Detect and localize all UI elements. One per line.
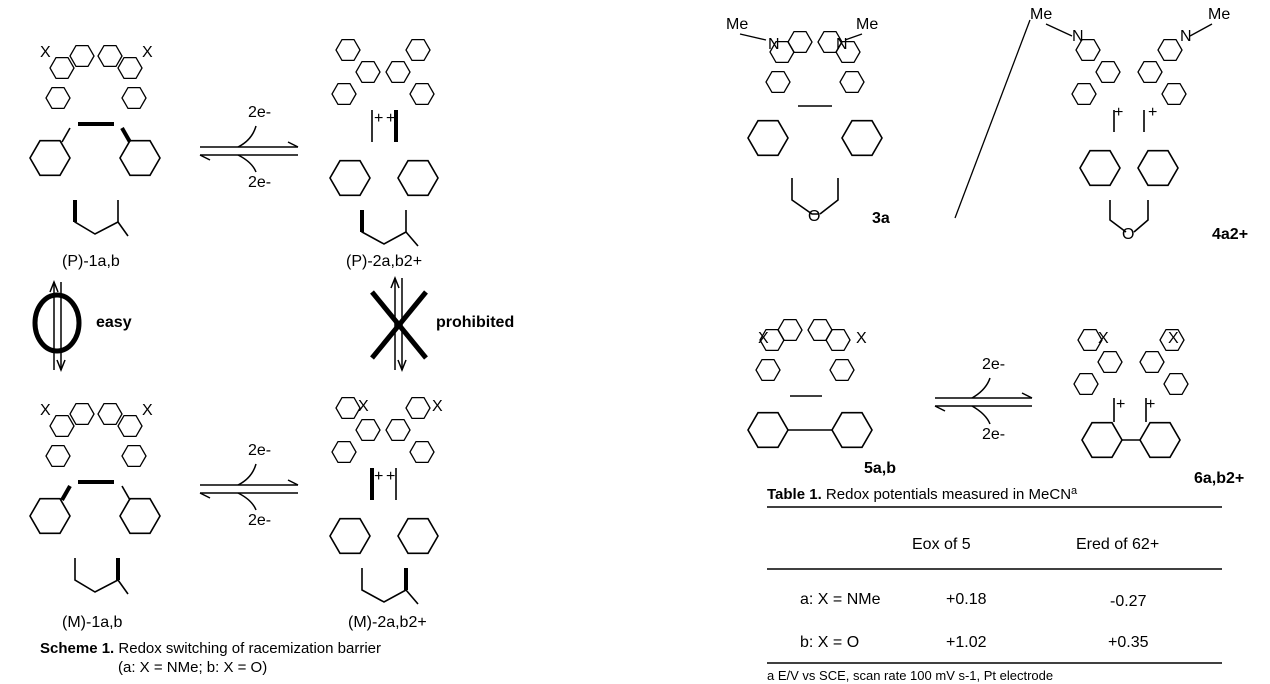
- molecule-4a: [1045, 23, 1213, 233]
- nitrogen-atom: N: [1072, 28, 1084, 45]
- compound-label-3a: 3a: [872, 210, 890, 227]
- compound-label-P1: (P)-1a,b: [62, 253, 120, 270]
- table-caption: Table 1. Redox potentials measured in Me…: [767, 485, 1078, 504]
- equilibrium-arrows-top: [199, 125, 299, 173]
- equilibrium-arrows-right: [934, 377, 1033, 425]
- molecule-6: [1073, 328, 1189, 459]
- prohibited-label: prohibited: [436, 314, 515, 331]
- electron-transfer-label: 2e-: [248, 512, 272, 529]
- cation-charge: +: [1146, 396, 1156, 413]
- equilibrium-arrows-bottom: [199, 463, 299, 511]
- molecule-P1: [29, 44, 161, 237]
- electron-transfer-label: 2e-: [248, 442, 272, 459]
- cation-charge: +: [1114, 104, 1124, 121]
- methyl-label: Me: [856, 16, 879, 33]
- table-footnote: a E/V vs SCE, scan rate 100 mV s-1, Pt e…: [767, 668, 1054, 683]
- cation-charge: +: [386, 468, 396, 485]
- x-atom-label: X: [1168, 330, 1179, 347]
- compound-label-6: 6a,b2+: [1194, 470, 1245, 487]
- cation-charge: +: [386, 110, 396, 127]
- methyl-label: Me: [726, 16, 749, 33]
- table-caption-text: Redox potentials measured in MeCN: [825, 486, 1072, 503]
- table-caption-sup: a: [1071, 485, 1078, 497]
- x-atom-label: X: [142, 402, 153, 419]
- easy-label: easy: [96, 314, 132, 331]
- table-header-ered: Ered of 62+: [1076, 536, 1160, 553]
- table-row-label: b: X = O: [800, 634, 860, 651]
- compound-label-M1: (M)-1a,b: [62, 614, 123, 631]
- methyl-label: Me: [1208, 6, 1231, 23]
- compound-label-4a: 4a2+: [1212, 226, 1249, 243]
- compound-label-P2: (P)-2a,b2+: [346, 253, 423, 270]
- table-header-eox: Eox of 5: [912, 536, 971, 553]
- x-atom-label: X: [758, 330, 769, 347]
- compound-label-M2: (M)-2a,b2+: [348, 614, 427, 631]
- electron-transfer-label: 2e-: [982, 426, 1006, 443]
- cation-charge: +: [1148, 104, 1158, 121]
- electron-transfer-label: 2e-: [248, 174, 272, 191]
- nitrogen-atom: N: [836, 36, 848, 53]
- nitrogen-atom: N: [1180, 28, 1192, 45]
- x-atom-label: X: [432, 398, 443, 415]
- table-cell-eox: +1.02: [946, 634, 987, 651]
- prohibited-interconversion-symbol: [370, 275, 428, 373]
- molecule-M1: [29, 402, 161, 595]
- nitrogen-atom: N: [768, 36, 780, 53]
- compound-label-5: 5a,b: [864, 460, 897, 477]
- table-row-label: a: X = NMe: [800, 591, 881, 608]
- oxygen-atom: O: [1122, 226, 1135, 243]
- cation-charge: +: [374, 468, 384, 485]
- table-cell-ered: -0.27: [1110, 593, 1147, 610]
- molecule-3a: [739, 30, 883, 215]
- scheme-caption-text: Redox switching of racemization barrier: [118, 640, 382, 657]
- cation-charge: +: [374, 110, 384, 127]
- x-atom-label: X: [856, 330, 867, 347]
- table-cell-eox: +0.18: [946, 591, 987, 608]
- cation-charge: +: [1116, 396, 1126, 413]
- scheme-caption: Scheme 1. Redox switching of racemizatio…: [40, 640, 381, 657]
- table-caption-title: Table 1.: [767, 486, 822, 503]
- x-atom-label: X: [1098, 330, 1109, 347]
- electron-transfer-label: 2e-: [248, 104, 272, 121]
- table-cell-ered: +0.35: [1108, 634, 1149, 651]
- x-atom-label: X: [40, 402, 51, 419]
- molecule-M2: [329, 396, 439, 605]
- molecule-5: [747, 318, 873, 449]
- separator-slash: [954, 19, 1031, 219]
- x-atom-label: X: [40, 44, 51, 61]
- oxygen-atom: O: [808, 208, 821, 225]
- x-atom-label: X: [358, 398, 369, 415]
- scheme-caption-title: Scheme 1.: [40, 640, 115, 657]
- molecule-P2: [329, 38, 439, 247]
- easy-interconversion-symbol: [32, 279, 82, 373]
- x-atom-label: X: [142, 44, 153, 61]
- electron-transfer-label: 2e-: [982, 356, 1006, 373]
- scheme-caption-line2: (a: X = NMe; b: X = O): [118, 659, 268, 676]
- methyl-label: Me: [1030, 6, 1053, 23]
